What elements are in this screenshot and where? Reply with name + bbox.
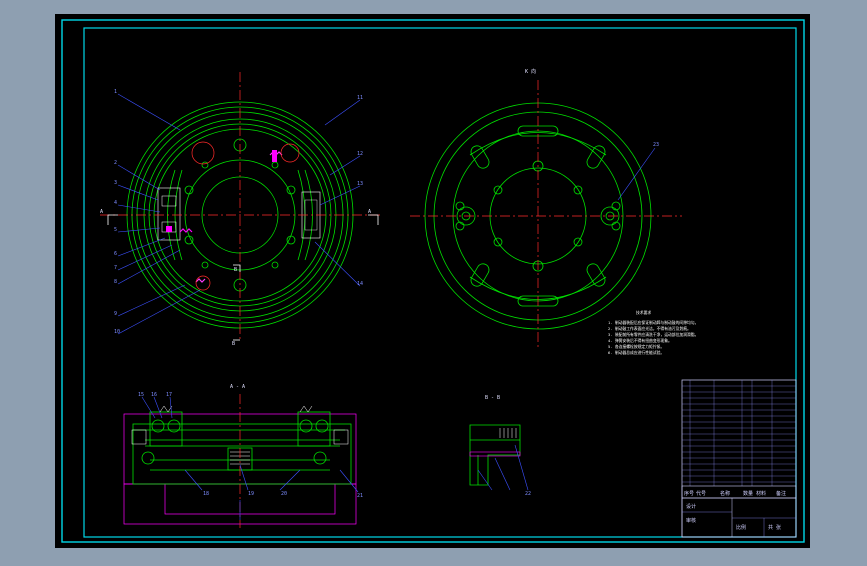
cut-label-b-bottom: B — [232, 341, 235, 347]
view-k-label: K 向 — [525, 68, 536, 75]
tb-designer: 设计 — [686, 503, 696, 510]
balloon-14: 14 — [357, 281, 363, 287]
balloon-21: 21 — [357, 493, 363, 499]
balloon-15: 15 — [138, 392, 144, 398]
cut-label-a-left: A — [100, 209, 103, 215]
tb-col-qty: 数量 — [743, 490, 753, 497]
tb-col-code: 代号 — [696, 490, 706, 497]
balloon-18: 18 — [203, 491, 209, 497]
balloon-7: 7 — [114, 265, 117, 271]
front-view — [100, 72, 380, 340]
tb-col-no: 序号 — [684, 490, 694, 497]
tb-col-note: 备注 — [776, 490, 786, 497]
tech-notes: 技术要求 1. 制动器装配后应保证制动蹄与制动鼓的间隙均匀。 2. 制动鼓工作表… — [608, 310, 698, 355]
tech-note-line: 4. 弹簧安装后不得有扭曲变形现象。 — [608, 338, 672, 343]
balloon-6: 6 — [114, 251, 117, 257]
k-view: 23 K 向 — [410, 68, 682, 350]
paper — [55, 14, 810, 548]
cut-markers — [107, 214, 379, 341]
tb-col-mat: 材料 — [756, 490, 766, 497]
balloon-22: 22 — [525, 491, 531, 497]
balloon-5: 5 — [114, 227, 117, 233]
balloon-1: 1 — [114, 89, 117, 95]
front-balloons: 1 2 3 4 5 6 7 8 9 10 11 12 13 14 — [114, 89, 363, 335]
tb-checker: 审核 — [686, 517, 696, 524]
section-b-b: B - B 22 — [469, 395, 531, 497]
cut-label-a-right: A — [368, 209, 371, 215]
tech-note-line: 6. 制动器总成应进行性能试验。 — [608, 350, 664, 355]
balloon-20: 20 — [281, 491, 287, 497]
balloon-8: 8 — [114, 279, 117, 285]
tech-note-line: 3. 装配前所有零件应清洗干净，运动部位加润滑脂。 — [608, 332, 698, 337]
balloon-12: 12 — [357, 151, 363, 157]
balloon-13: 13 — [357, 181, 363, 187]
tech-note-line: 5. 各连接螺栓按规定力矩拧紧。 — [608, 344, 664, 349]
balloon-9: 9 — [114, 311, 117, 317]
tb-sheets: 共 张 — [768, 524, 781, 531]
balloon-11: 11 — [357, 95, 363, 101]
tech-notes-heading: 技术要求 — [636, 310, 651, 315]
section-a-a-label: A - A — [230, 384, 245, 390]
tb-scale: 比例 — [736, 524, 746, 531]
balloon-3: 3 — [114, 180, 117, 186]
inner-frame — [83, 27, 797, 538]
cut-label-b-top: B — [234, 267, 237, 273]
section-b-b-label: B - B — [485, 395, 500, 401]
section-a-a: 15 16 17 18 19 20 21 A - A — [123, 384, 363, 528]
balloon-19: 19 — [248, 491, 254, 497]
tech-note-line: 2. 制动鼓工作表面应光洁，不得有油污及划痕。 — [608, 326, 691, 331]
balloon-16: 16 — [151, 392, 157, 398]
balloon-2: 2 — [114, 160, 117, 166]
balloon-23: 23 — [653, 142, 659, 148]
balloon-4: 4 — [114, 200, 117, 206]
title-block: 序号 代号 名称 数量 材料 备注 设计 审核 比例 共 张 — [681, 379, 797, 538]
balloon-10: 10 — [114, 329, 120, 335]
tb-col-name: 名称 — [720, 490, 730, 497]
outer-frame — [61, 19, 805, 543]
tech-note-line: 1. 制动器装配后应保证制动蹄与制动鼓的间隙均匀。 — [608, 320, 698, 325]
balloon-17: 17 — [166, 392, 172, 398]
